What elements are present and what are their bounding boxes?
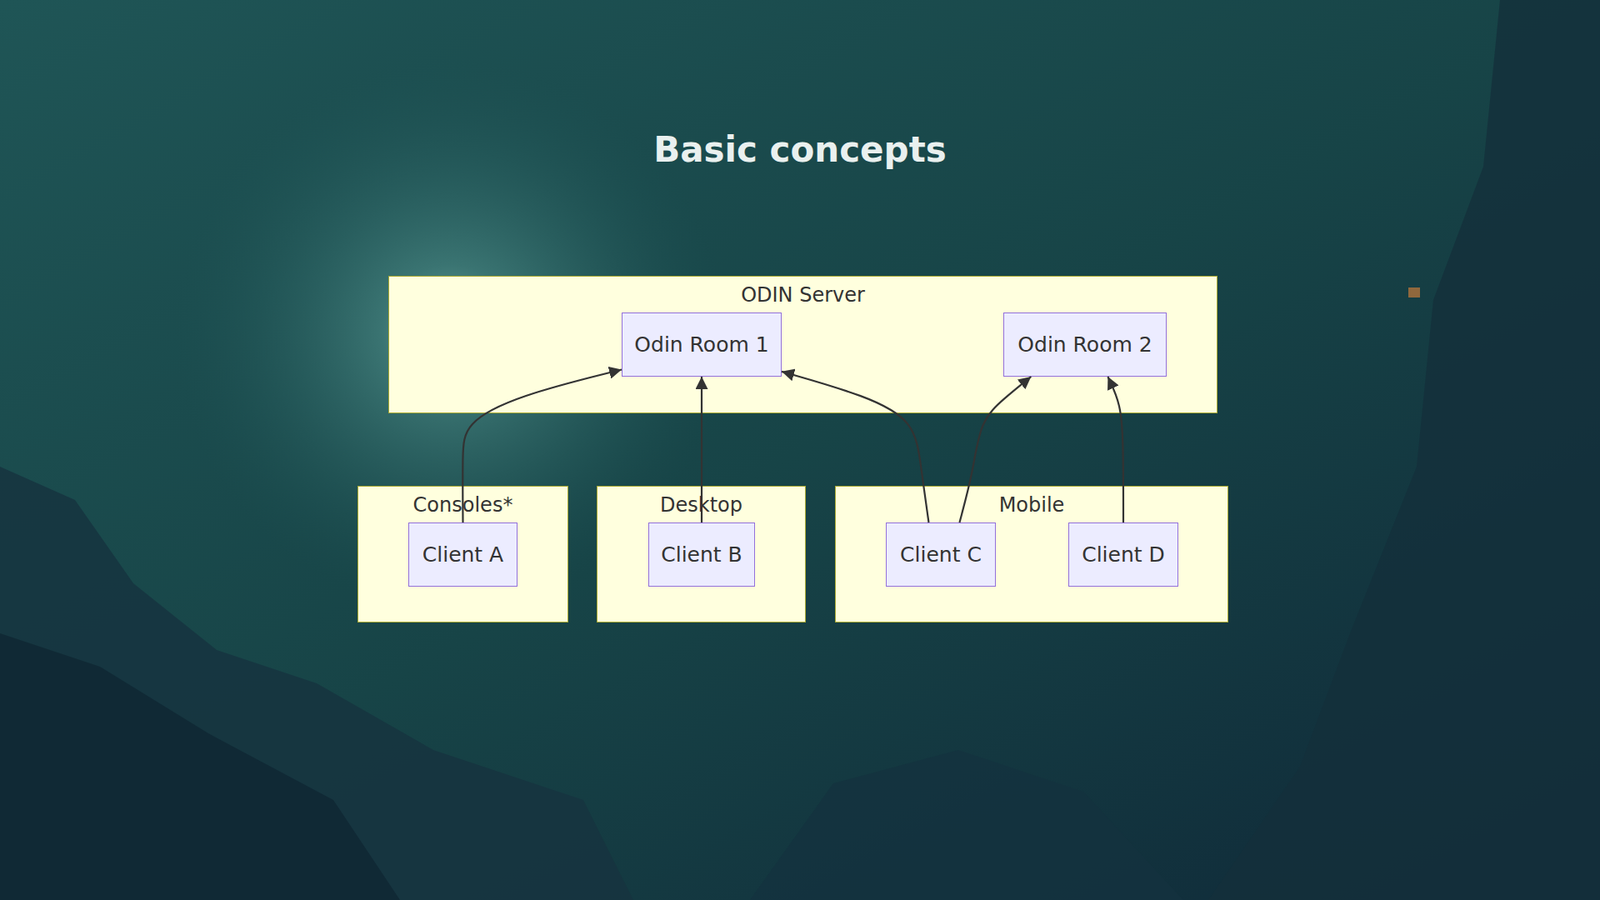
- node-label: Desktop: [597, 493, 805, 517]
- connector-arrow: [700, 376, 703, 523]
- node-label: Client D: [1081, 542, 1165, 567]
- node-label: Client C: [900, 542, 982, 567]
- node-label: Odin Room 2: [1017, 332, 1152, 357]
- connector-arrow: [462, 370, 622, 523]
- diagram-title: Basic concepts: [0, 129, 1600, 170]
- node-label: Consoles*: [358, 493, 568, 517]
- node-label: ODIN Server: [389, 283, 1217, 307]
- room-client-box: Odin Room 1: [621, 312, 782, 377]
- connector-arrow: [1107, 376, 1124, 523]
- node-label: Odin Room 1: [634, 332, 769, 357]
- rock-left: [0, 466, 634, 900]
- node-label: Client A: [422, 542, 504, 567]
- connector-arrow: [959, 376, 1031, 523]
- window-light: [1408, 287, 1420, 298]
- group-box: DesktopClient B: [596, 485, 806, 623]
- group-box: MobileClient C Client D: [835, 485, 1229, 623]
- room-client-box: Client C: [885, 522, 996, 587]
- room-client-box: Odin Room 2: [1003, 312, 1167, 377]
- cliff-right: [1208, 0, 1600, 900]
- connector-arrow: [781, 371, 929, 523]
- group-box: ODIN ServerOdin Room 1 Odin Room 2: [388, 275, 1218, 414]
- rock-bottom: [750, 750, 1184, 900]
- room-client-box: Client A: [408, 522, 518, 587]
- room-client-box: Client B: [648, 522, 755, 587]
- node-label: Mobile: [835, 493, 1228, 517]
- room-client-box: Client D: [1068, 522, 1179, 587]
- rock-left-front: [0, 633, 400, 900]
- node-label: Client B: [660, 542, 742, 567]
- group-box: Consoles* Client A: [357, 485, 569, 623]
